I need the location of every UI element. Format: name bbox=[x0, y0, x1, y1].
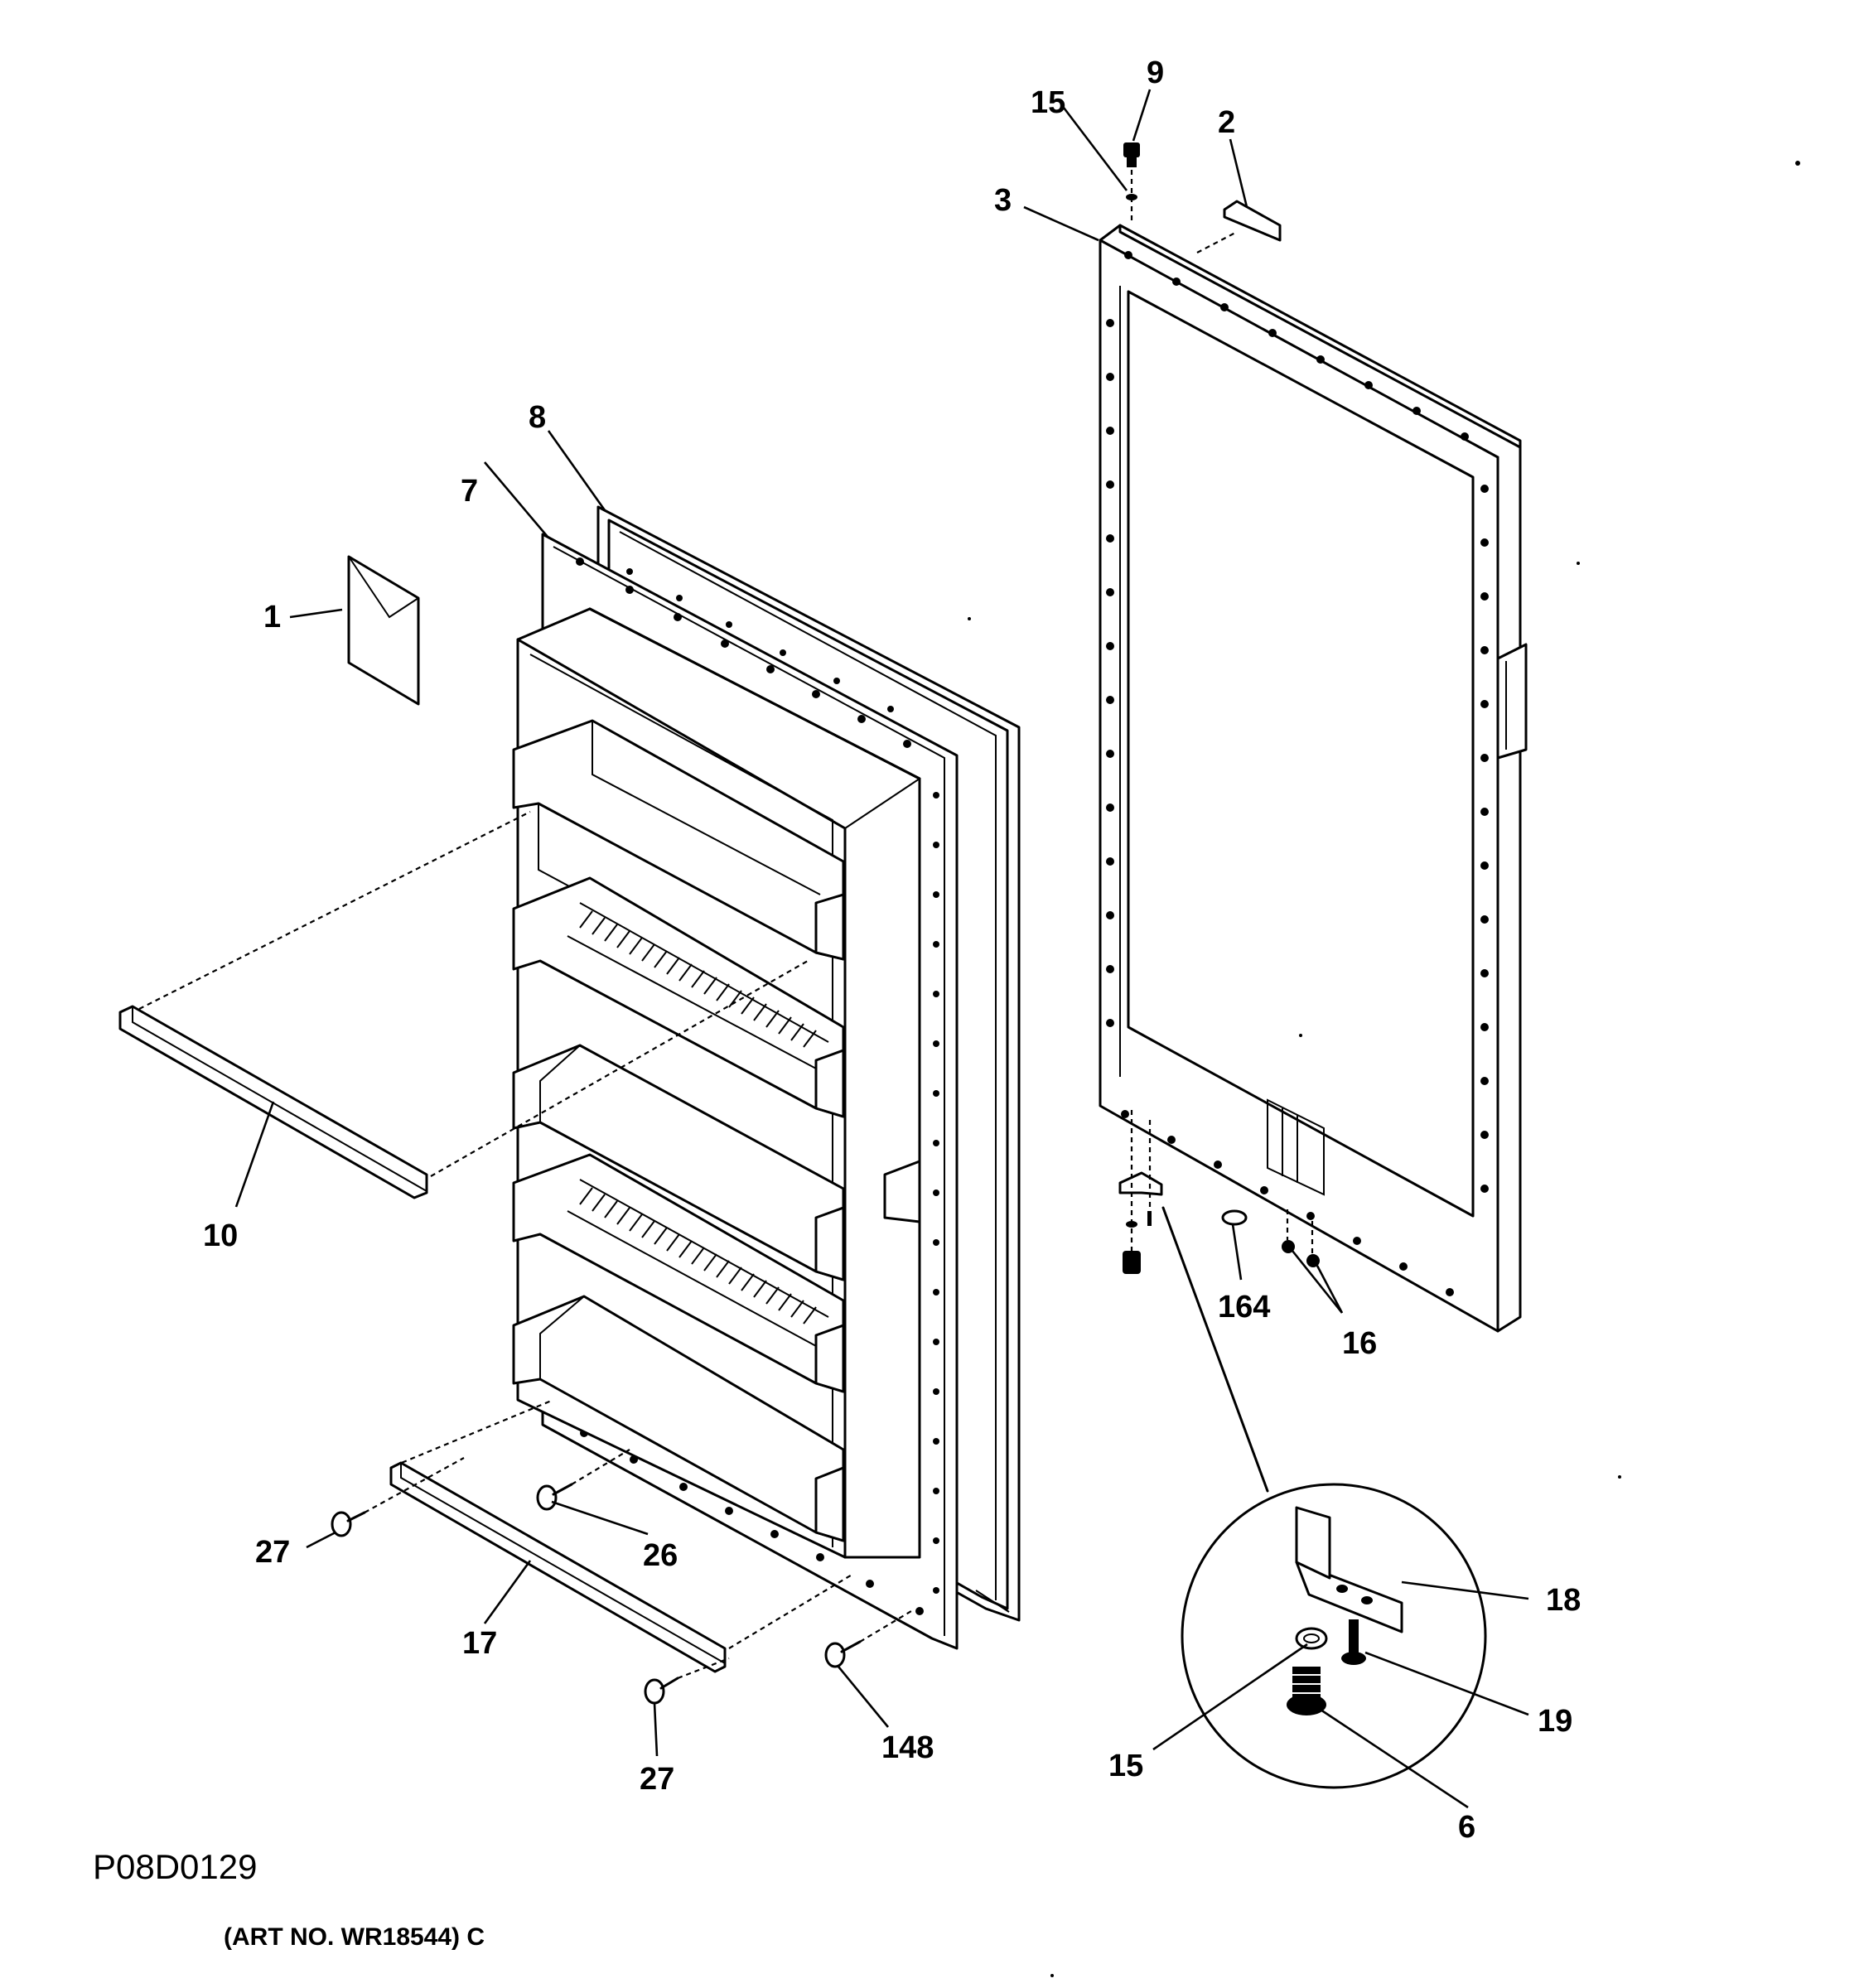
callout-16: 16 bbox=[1342, 1326, 1377, 1361]
part-6-hinge-pin[interactable] bbox=[1287, 1667, 1326, 1715]
part-3-door-panel[interactable] bbox=[1099, 224, 1528, 1333]
callout-164: 164 bbox=[1218, 1290, 1270, 1325]
part-17-rail[interactable] bbox=[389, 1461, 727, 1673]
callout-8: 8 bbox=[529, 400, 546, 435]
part-2-label[interactable] bbox=[1223, 200, 1282, 242]
callout-9: 9 bbox=[1147, 55, 1164, 90]
wire-rack-lower bbox=[579, 1187, 817, 1325]
callout-labels: 1 2 3 6 7 8 9 10 15 15 16 17 18 19 26 27… bbox=[203, 55, 1581, 1845]
callout-7: 7 bbox=[461, 474, 478, 509]
callout-18: 18 bbox=[1546, 1583, 1581, 1618]
shelf-tier-3 bbox=[512, 1044, 845, 1281]
part-164-spacer[interactable] bbox=[1221, 1209, 1248, 1226]
callout-26: 26 bbox=[643, 1538, 678, 1573]
callout-19: 19 bbox=[1538, 1704, 1572, 1739]
part-16-plugs[interactable] bbox=[1282, 1240, 1320, 1267]
callout-1: 1 bbox=[263, 600, 281, 635]
callout-10: 10 bbox=[203, 1218, 238, 1253]
bottom-hinge-hardware bbox=[1118, 1171, 1163, 1274]
part-9-hinge-pin[interactable] bbox=[1123, 142, 1140, 167]
assembly-dashed-lines bbox=[138, 170, 1314, 1680]
hinge-detail-circle bbox=[1161, 1206, 1487, 1789]
callout-148: 148 bbox=[881, 1730, 934, 1765]
door-shelves bbox=[512, 719, 845, 1542]
part-27-pin-bottom[interactable] bbox=[644, 1677, 679, 1705]
art-number: (ART NO. WR18544) C bbox=[224, 1923, 485, 1951]
part-1-envelope[interactable] bbox=[347, 555, 420, 706]
callout-27-left: 27 bbox=[255, 1535, 290, 1570]
wire-rack-upper bbox=[579, 910, 817, 1048]
part-148-pin[interactable] bbox=[824, 1640, 862, 1668]
shelf-tier-4 bbox=[512, 1153, 845, 1393]
scan-specks bbox=[968, 161, 1800, 1977]
callout-17: 17 bbox=[462, 1626, 497, 1661]
shelf-tier-2 bbox=[512, 876, 845, 1118]
callout-27-bottom: 27 bbox=[640, 1762, 674, 1797]
leader-lines bbox=[234, 89, 1529, 1809]
part-26-pin[interactable] bbox=[536, 1483, 573, 1511]
callout-6: 6 bbox=[1458, 1810, 1475, 1845]
part-19-screw[interactable] bbox=[1341, 1619, 1366, 1665]
part-18-hinge-bracket[interactable] bbox=[1295, 1506, 1403, 1633]
callout-2: 2 bbox=[1218, 105, 1235, 140]
callout-3: 3 bbox=[994, 183, 1012, 218]
shelf-tier-5 bbox=[512, 1295, 845, 1542]
drawing-id: P08D0129 bbox=[93, 1847, 258, 1886]
part-15-washer-detail[interactable] bbox=[1295, 1627, 1328, 1650]
part-27-pin-left[interactable] bbox=[331, 1511, 366, 1537]
callout-15-detail: 15 bbox=[1108, 1749, 1143, 1783]
callout-15-top: 15 bbox=[1031, 85, 1065, 120]
